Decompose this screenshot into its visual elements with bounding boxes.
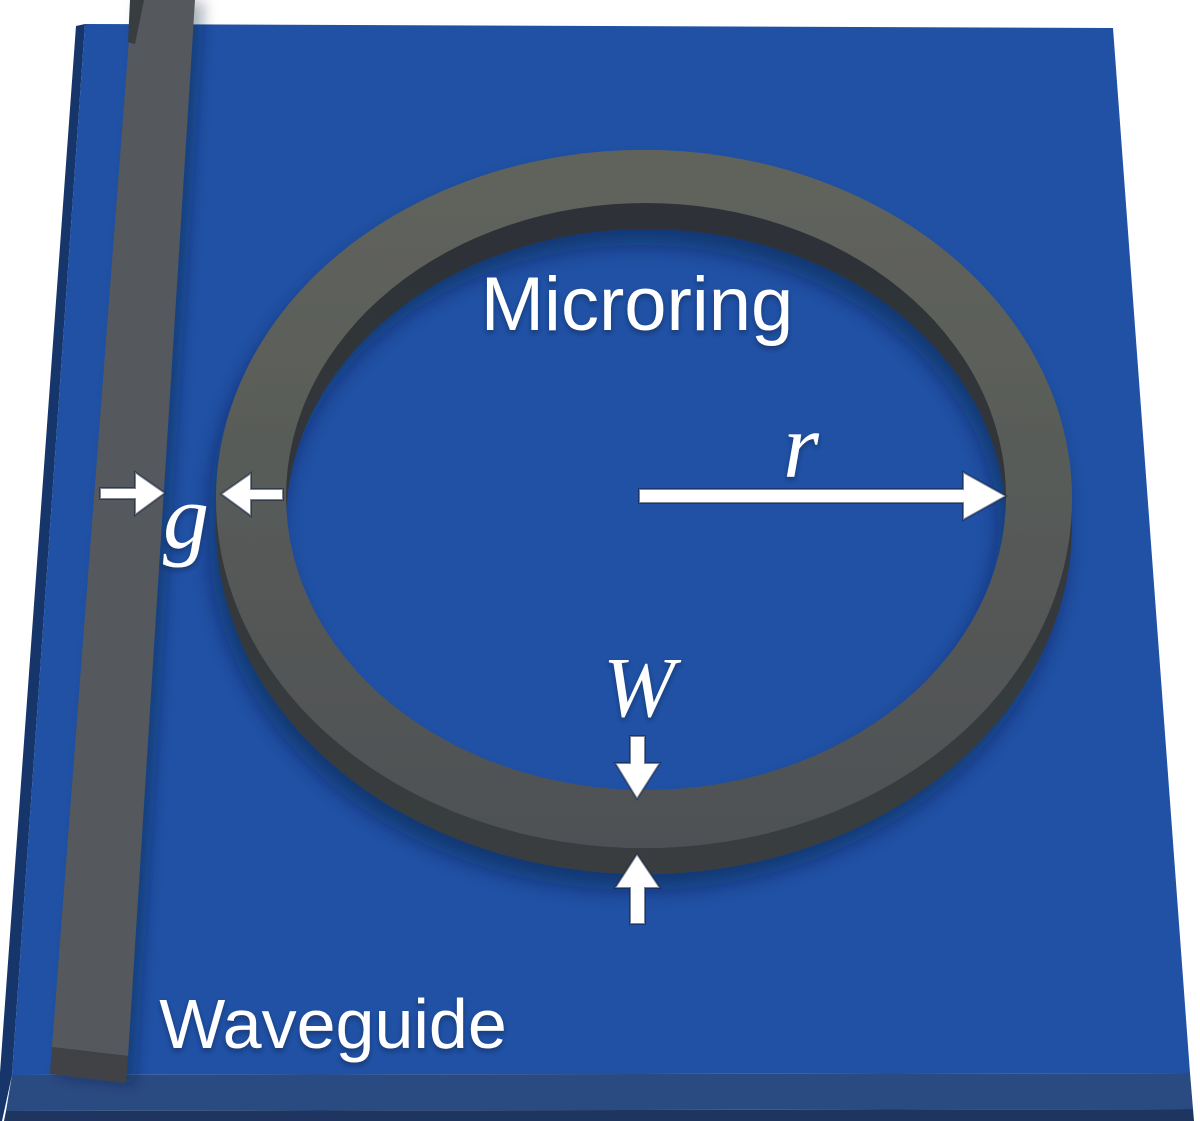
waveguide-strip-top-surface	[52, 0, 195, 1056]
waveguide-left-side-sliver	[128, 0, 144, 44]
width-arrow-up-icon	[613, 852, 662, 925]
substrate-front-face	[6, 1073, 1193, 1111]
gap-label: g	[163, 466, 209, 568]
substrate-left-side-face	[0, 24, 85, 1121]
width-arrow-down-icon	[613, 735, 662, 801]
waveguide-end-face	[50, 1047, 128, 1083]
microring-title: Microring	[481, 262, 794, 347]
substrate-bottom-edge	[4, 1109, 1194, 1121]
radius-arrow-icon	[638, 470, 1009, 522]
radius-label: r	[783, 395, 820, 497]
gap-arrow-right-icon	[99, 470, 167, 517]
waveguide-structure	[50, 0, 195, 1083]
ring-width-label: W	[603, 639, 682, 735]
gap-arrow-left-icon	[219, 471, 284, 518]
waveguide-title: Waveguide	[159, 985, 507, 1063]
